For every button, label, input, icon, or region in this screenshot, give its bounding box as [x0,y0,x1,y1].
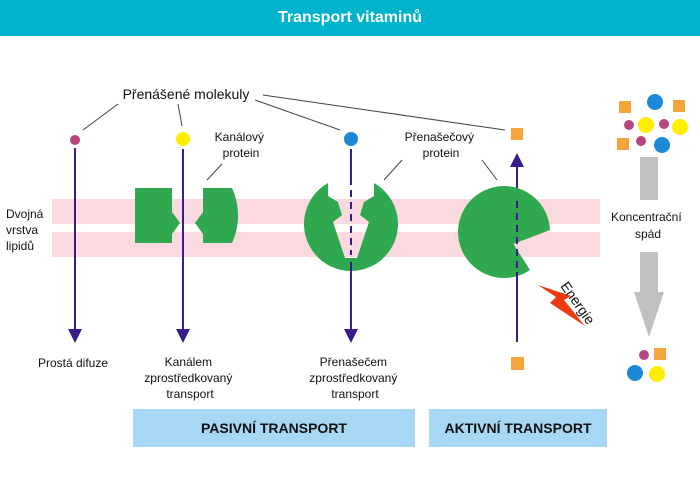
channel-protein-line-2: protein [223,146,260,160]
low-concentration-cluster [627,348,666,382]
channel-protein-label: Kanálový protein [215,130,268,160]
molecules-label: Přenášené molekuly [123,86,250,102]
channel-transport-line-3: transport [166,387,214,401]
carrier-transport-line-2: zprostředkovaný [309,371,397,385]
orange-molecule-top [511,128,523,140]
orange-molecule-bottom [511,357,524,370]
bilayer-label: Dvojná vrstva lipidů [6,207,47,253]
magenta-molecule [70,135,80,145]
bilayer-line-2: vrstva [6,223,38,237]
carrier-protein-label: Přenašečový protein [405,130,478,160]
channel-transport-label: Kanálem zprostředkovaný transport [144,355,235,401]
gradient-line-2: spád [635,227,661,241]
simple-diffusion-label: Prostá difuze [38,356,108,370]
header-bar: Transport vitaminů [0,0,700,36]
yellow-molecule [176,132,190,146]
gradient-arrowhead-icon [634,292,664,337]
page-title: Transport vitaminů [277,9,423,26]
carrier-protein-line-2: protein [423,146,460,160]
carrier-protein-line-1: Přenašečový [405,130,474,144]
channel-protein-right [195,188,238,243]
channel-transport-line-1: Kanálem [165,355,212,369]
active-transport-band: AKTIVNÍ TRANSPORT [429,409,607,447]
passive-transport-band: PASIVNÍ TRANSPORT [133,409,415,447]
bilayer-line-3: lipidů [6,239,34,253]
high-concentration-cluster [617,94,688,153]
gradient-arrow-upper [640,157,658,200]
channel-protein-left [135,188,180,243]
carrier-transport-label: Přenašečem zprostředkovaný transport [309,355,400,401]
gradient-arrow-lower [640,252,658,292]
channel-transport-line-2: zprostředkovaný [144,371,232,385]
carrier-transport-line-1: Přenašečem [320,355,387,369]
carrier-protein-passive [304,183,398,271]
energy-bolt-icon [538,285,585,326]
molecule-leader-lines [82,94,506,181]
bilayer-line-1: Dvojná [6,207,44,221]
gradient-label: Koncentrační spád [611,210,685,241]
gradient-line-1: Koncentrační [611,210,682,224]
channel-protein-line-1: Kanálový [215,130,264,144]
blue-molecule [344,132,358,146]
carrier-protein-active [458,186,550,279]
carrier-transport-line-3: transport [331,387,379,401]
